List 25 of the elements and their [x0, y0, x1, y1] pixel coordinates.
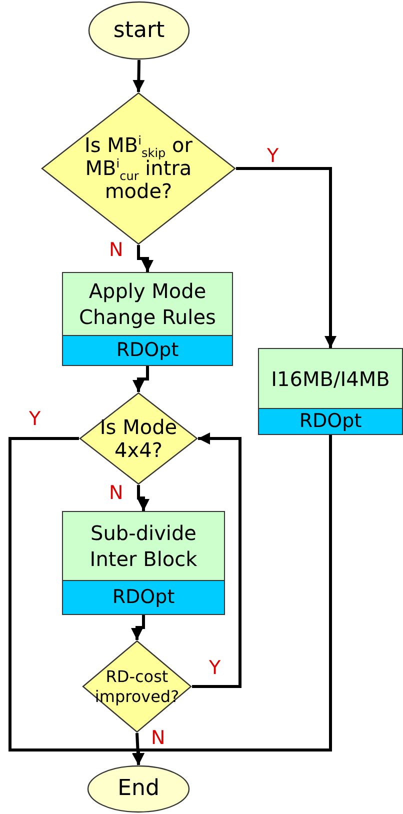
- step-text: Apply Mode Change Rules: [63, 273, 232, 335]
- arrow: [131, 615, 145, 640]
- question-text: Is MB$^{i}$$_{skip}$ or MB$^{i}$$_{cur}$ intra mode?: [84, 134, 194, 203]
- arrow: [132, 366, 149, 392]
- arrow: [132, 60, 145, 92]
- terminal-label: End: [116, 776, 160, 802]
- arrow: [137, 245, 154, 272]
- arrow: [236, 167, 336, 348]
- step-text: Sub-divide Inter Block: [63, 512, 224, 580]
- question-text: RD-cost improved?: [94, 666, 180, 706]
- process-box: [258, 348, 403, 435]
- terminal-ellipse: [88, 1, 190, 60]
- terminal-ellipse: [87, 765, 190, 813]
- decision-diamond: [79, 392, 198, 485]
- rdopt-label: RDOpt: [259, 408, 402, 434]
- rdopt-label: RDOpt: [63, 335, 232, 365]
- arrow: [132, 435, 332, 765]
- process-box: [62, 272, 233, 366]
- arrow: [137, 485, 150, 511]
- rdopt-label: RDOpt: [63, 580, 224, 614]
- arrow: [192, 432, 242, 688]
- terminal-label: start: [112, 18, 166, 44]
- question-text: Is Mode 4x4?: [98, 416, 178, 462]
- step-text: I16MB/I4MB: [259, 349, 402, 408]
- process-box: [62, 511, 225, 615]
